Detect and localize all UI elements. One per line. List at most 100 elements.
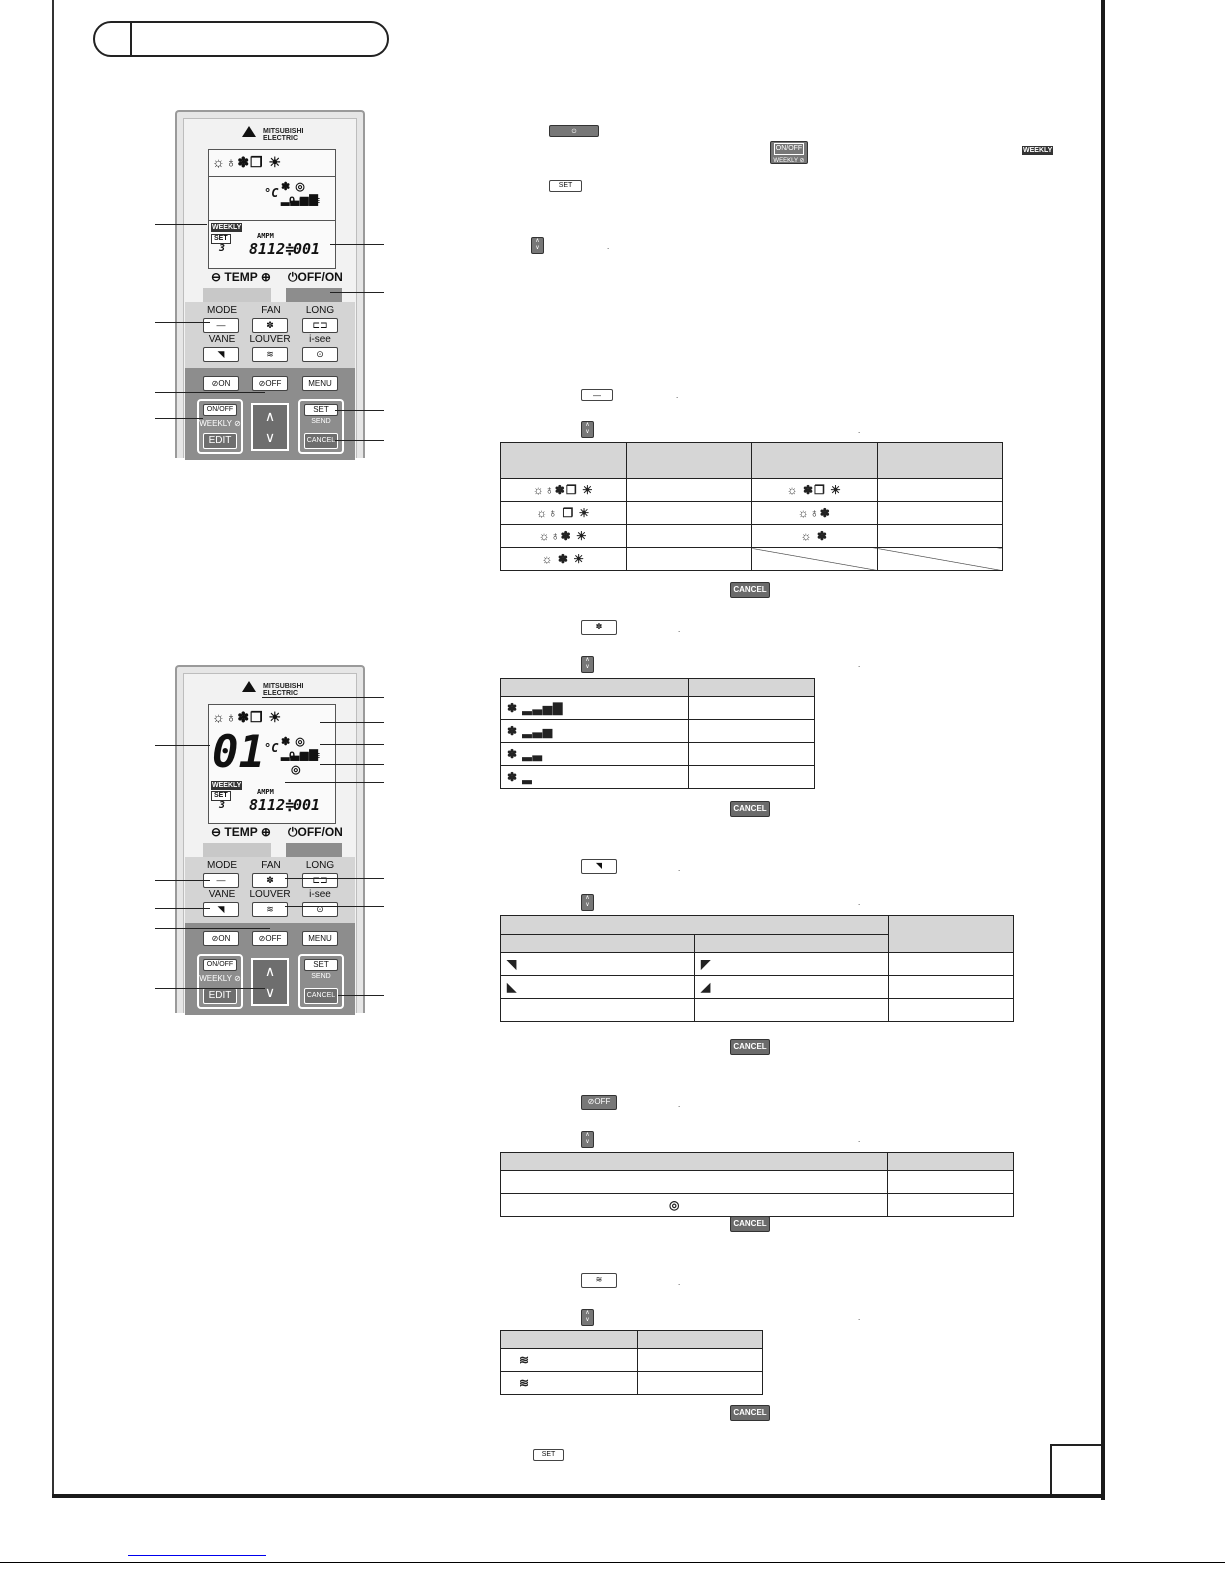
vane-cell: ◥ [500,952,695,976]
weekly-tag: WEEKLY [211,781,243,790]
mode-cell: ☼♁✽❐ ☀ [500,478,627,502]
callout-line [335,410,384,411]
time-left: 8112≑ [249,240,295,258]
weekly-label: WEEKLY ⊘ [199,974,241,983]
callout-line [330,292,384,293]
set-button-icon: SET [533,1449,564,1461]
mode-button[interactable]: — [203,318,239,333]
cancel-button[interactable]: CANCEL [304,433,338,449]
up-down-icon: ∧∨ [581,656,594,673]
offon-button[interactable] [286,288,342,302]
edit-button[interactable]: EDIT [203,988,237,1004]
time-right: 001 [293,240,321,258]
day-number: 3 [219,243,226,254]
degree-label: °C [264,741,279,755]
callout-line [285,906,384,907]
mode-cell: ☼♁✽ [751,501,878,525]
callout-line [155,392,265,393]
up-down-icon: ∧∨ [531,237,544,254]
cancel-button[interactable]: CANCEL [304,988,338,1004]
vane-button[interactable]: ◥ [203,347,239,362]
louver-button[interactable]: ≋ [252,902,288,917]
on-timer-button[interactable]: ⊘ON [203,931,239,946]
day-number: 3 [219,800,226,811]
long-label: LONG [305,860,335,871]
fan-cell: ✽ ▂▃▅ [500,719,689,743]
vane-icon: 0 ◥ ≡ [289,750,322,762]
weekly-tag-icon: WEEKLY [1022,146,1054,155]
louver-cell: ≋ [500,1371,638,1395]
cancel-icon: CANCEL [730,1039,770,1055]
callout-line [155,418,203,419]
up-down-icon: ∧∨ [581,1131,594,1148]
long-label: LONG [305,305,335,316]
fan-button-icon: ✽ [581,620,617,635]
page-number-box [1050,1444,1101,1494]
set-button[interactable]: SET [304,404,338,416]
up-down-button[interactable]: ∧∨ [251,403,289,451]
mode-icons: ☼♁✽❐ ☀ [212,709,283,725]
callout-line [155,908,210,909]
weekly-onoff-button[interactable]: ON/OFF [203,404,237,416]
mode-cell: ☼ ✽❐ ☀ [751,478,878,502]
mode-table: ☼♁✽❐ ☀☼ ✽❐ ☀ ☼♁ ❐ ☀☼♁✽ ☼♁✽ ☀☼ ✽ ☼ ✽ ☀ [500,442,1003,571]
big-digits: 01 [212,727,265,778]
menu-button[interactable]: MENU [302,376,338,391]
louver-table: ≋ ≋ [500,1330,763,1395]
fan-cell: ✽ ▂▃▅▇ [500,696,689,720]
footer-link[interactable] [128,1555,266,1556]
set-button[interactable]: SET [304,959,338,971]
fan-button[interactable]: ✽ [252,318,288,333]
louver-label: LOUVER [249,889,291,900]
callout-line [155,880,210,881]
off-timer-button[interactable]: ⊘OFF [252,931,288,946]
up-down-button[interactable]: ∧∨ [251,958,289,1006]
fan-button[interactable]: ✽ [252,873,288,888]
isee-button[interactable]: ⊙ [302,902,338,917]
vane-table: ◥◤ ◣◢ [500,915,1014,1022]
remote-illustration-top: MITSUBISHI ELECTRIC ☼♁✽❐ ☀ °C ✽ ◎ ▂▃▅▇ 0… [175,110,365,460]
offon-button[interactable] [286,843,342,857]
lcd-display: ☼♁✽❐ ☀ 01 °C ✽ ◎ ▂▃▅▇ 0 ◥ ≡ ◎ WEEKLY SET… [208,704,336,824]
ampm-label: AMPM [257,788,274,796]
swirl-icon: ◎ [291,764,302,776]
vane-button-icon: ◥ [581,859,617,874]
brand-line1: MITSUBISHI [263,683,304,690]
fan-speed-icon: ✽ ◎ ▂▃▅▇ [281,736,319,761]
callout-line [335,440,384,441]
lcd-display: ☼♁✽❐ ☀ °C ✽ ◎ ▂▃▅▇ 0 ◥ ≡ WEEKLY SET 3 AM… [208,149,336,269]
louver-button-icon: ≋ [581,1273,617,1288]
mode-cell: ☼ ✽ ☀ [500,547,627,571]
louver-button[interactable]: ≋ [252,347,288,362]
temp-buttons[interactable] [203,843,271,857]
edit-button[interactable]: EDIT [203,433,237,449]
mode-cell: ☼♁ ❐ ☀ [500,501,627,525]
send-label: SEND [311,418,331,425]
mode-button-icon: — [581,389,613,401]
vane-button[interactable]: ◥ [203,902,239,917]
isee-label: i-see [309,889,331,900]
vane-icon: 0 ◥ ≡ [289,195,322,207]
set-button-icon: SET [549,180,582,192]
time-right: 001 [293,796,321,814]
weekly-onoff-button[interactable]: ON/OFF [203,959,237,971]
menu-button[interactable]: MENU [302,931,338,946]
up-down-icon: ∧∨ [581,421,594,438]
on-timer-button[interactable]: ⊘ON [203,376,239,391]
long-button[interactable]: ⊏⊐ [302,873,338,888]
long-button[interactable]: ⊏⊐ [302,318,338,333]
time-left: 8112≑ [249,796,295,814]
remote-illustration-bottom: MITSUBISHI ELECTRIC ☼♁✽❐ ☀ 01 °C ✽ ◎ ▂▃▅… [175,665,365,1015]
mitsubishi-logo-icon [242,126,256,137]
isee-button[interactable]: ⊙ [302,347,338,362]
offon-label: ⏻OFF/ON [288,270,343,284]
ampm-label: AMPM [257,232,274,240]
temp-buttons[interactable] [203,288,271,302]
footer-rule [0,1562,1225,1563]
page-frame-right [1101,0,1105,1500]
weekly-text: WEEKLY ⊘ [773,158,805,164]
vane-label: VANE [208,334,236,345]
callout-line [262,697,384,698]
off-timer-button[interactable]: ⊘OFF [252,376,288,391]
fan-speed-icon: ✽ ◎ ▂▃▅▇ [281,181,319,206]
